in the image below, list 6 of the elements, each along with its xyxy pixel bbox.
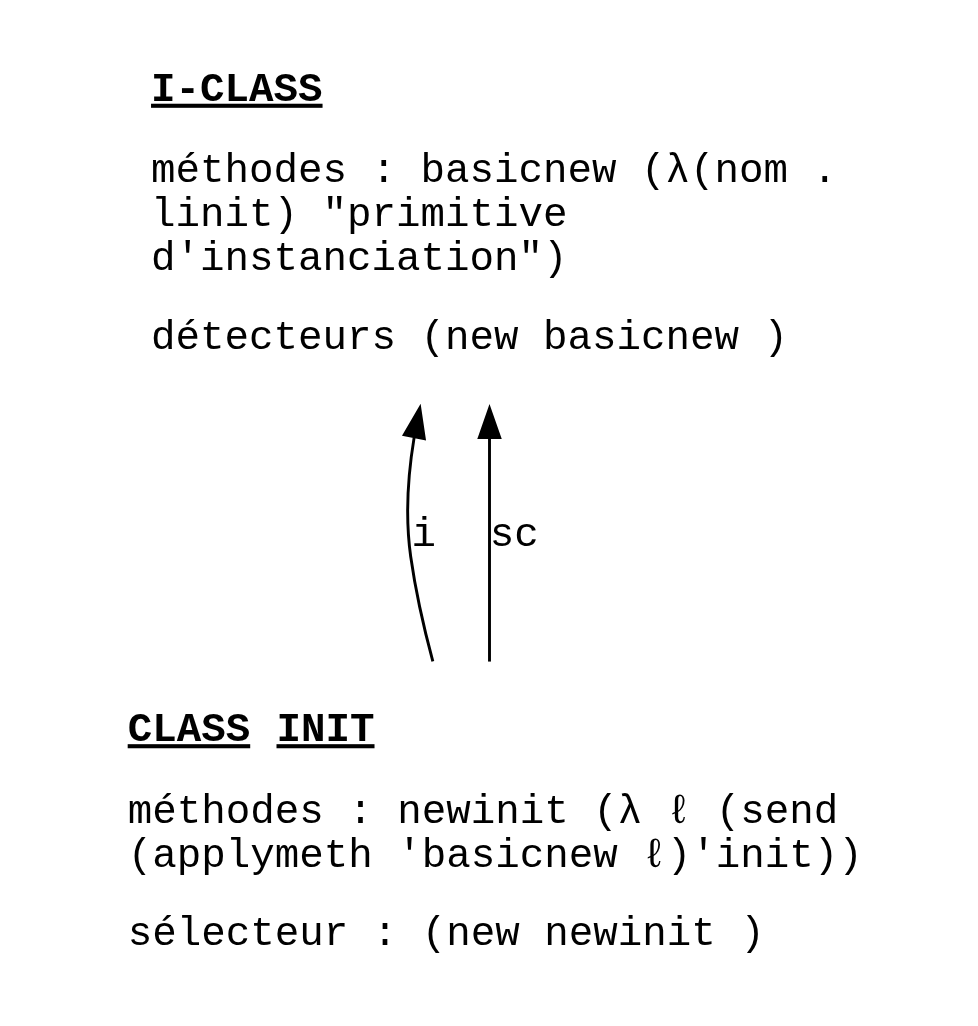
edge-label: i: [411, 511, 436, 558]
node-text: I-CLASS méthodes : basicnew (λ(nom . linit) "primitive d'instanciation") détecteurs (new basicnew ): [150, 66, 837, 361]
arrow: [401, 403, 434, 662]
arrow: [476, 404, 502, 662]
edge-label: sc: [489, 511, 539, 558]
node-text: CLASS INIT méthodes : newinit (λ ℓ (send (applymeth 'basicnew ℓ)'init)) sélecteur : (new newinit ): [127, 707, 863, 958]
